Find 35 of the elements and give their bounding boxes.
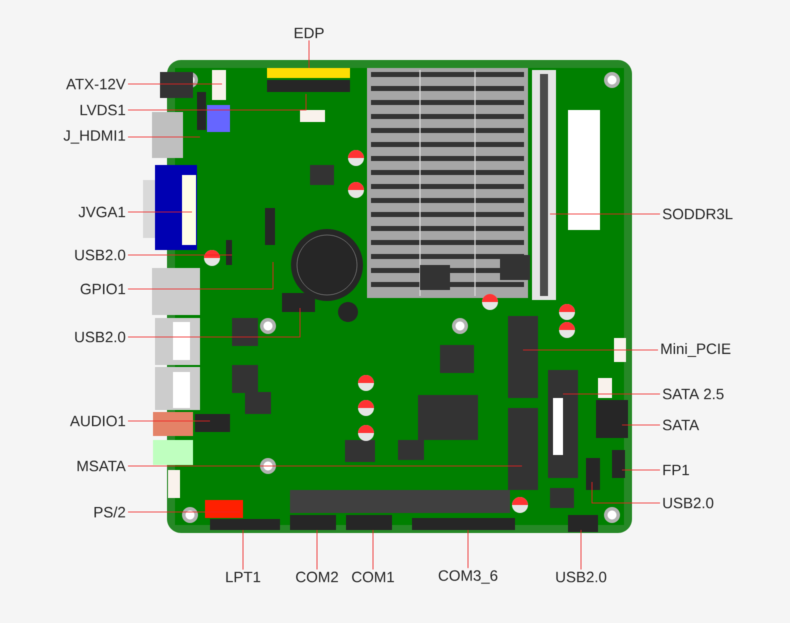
leader-line [242, 530, 244, 570]
leader-line [372, 530, 374, 570]
part-label: COM1 [352, 572, 394, 582]
leader-line [128, 136, 200, 138]
part-label: COM2 [296, 572, 338, 582]
part-label: LVDS1 [80, 104, 126, 116]
part-label: GPIO1 [80, 284, 126, 294]
leader-line [622, 424, 660, 426]
part-label: J_HDMI1 [64, 130, 126, 144]
leader-line [128, 254, 232, 256]
part-label: AUDIO1 [70, 416, 126, 426]
part-label: ATX-12V [66, 78, 126, 90]
part-label: SATA [662, 420, 700, 430]
leader-line [128, 308, 300, 338]
leader-line [580, 530, 582, 570]
leader-line [128, 94, 306, 110]
part-label: USB2.0 [556, 572, 606, 582]
part-label: Mini_PCIE [661, 343, 730, 357]
leader-line [316, 530, 318, 570]
leader-line [592, 482, 660, 504]
part-label: PS/2 [94, 506, 126, 518]
part-label: SODDR3L [662, 208, 733, 220]
part-label: USB2.0 [663, 498, 714, 508]
part-label: MSATA [78, 460, 126, 472]
part-label: EDP [294, 28, 324, 38]
part-label: USB2.0 [75, 250, 126, 260]
part-label: FP1 [663, 464, 689, 476]
part-label: COM3_6 [438, 570, 498, 584]
part-label: LPT1 [226, 572, 260, 582]
leader-line [128, 420, 210, 422]
part-label: USB2.0 [75, 332, 126, 342]
part-label: JVGA1 [78, 206, 126, 218]
leader-line [308, 40, 310, 68]
part-label: SATA 2.5 [662, 388, 724, 400]
leader-line [128, 262, 274, 290]
